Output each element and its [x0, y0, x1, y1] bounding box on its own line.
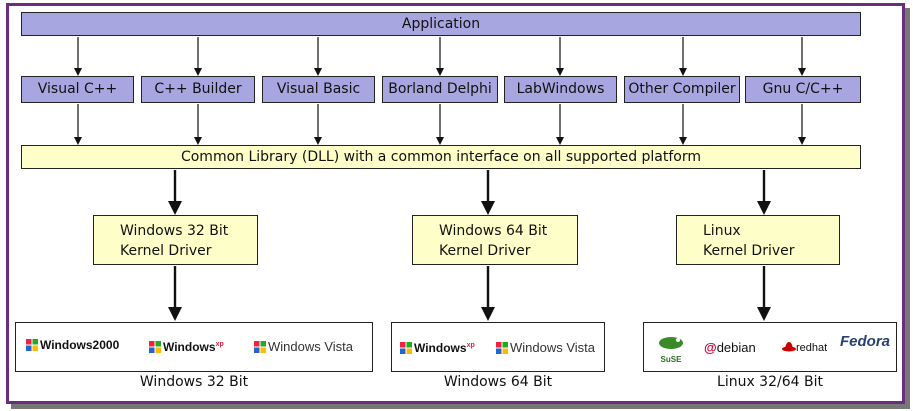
- compiler-other: Other Compiler: [624, 76, 740, 103]
- windows-2000-logo: Windows2000: [26, 338, 119, 352]
- compiler-gnu: Gnu C/C++: [745, 76, 861, 103]
- windows-xp-logo-32: Windowsxp: [149, 340, 224, 354]
- driver-to-os-arrows: [168, 266, 771, 321]
- app-to-compiler-arrows: [74, 37, 806, 76]
- windows-2000-flag-icon: [26, 338, 40, 352]
- redhat-hat-icon: [782, 342, 796, 354]
- driver-linux-line2: Kernel Driver: [703, 243, 795, 259]
- driver-win64-line1: Windows 64 Bit: [439, 223, 548, 239]
- compiler-borland-delphi: Borland Delphi: [382, 76, 498, 103]
- suse-logo: SuSE: [656, 333, 686, 367]
- driver-win32-line1: Windows 32 Bit: [120, 223, 229, 239]
- os-label-win32: Windows 32 Bit: [139, 374, 249, 390]
- driver-win32: Windows 32 Bit Kernel Driver: [93, 215, 258, 265]
- driver-win64: Windows 64 Bit Kernel Driver: [412, 215, 578, 265]
- compiler-visual-basic: Visual Basic: [262, 76, 375, 103]
- os-label-linux: Linux 32/64 Bit: [717, 374, 823, 390]
- driver-linux: Linux Kernel Driver: [676, 215, 840, 265]
- windows-vista-flag-icon: [496, 340, 510, 355]
- windows-vista-logo-64: Windows Vista: [496, 340, 595, 355]
- compiler-cpp-builder: C++ Builder: [141, 76, 255, 103]
- driver-linux-line1: Linux: [703, 223, 741, 239]
- windows-xp-flag-icon: [149, 340, 163, 354]
- redhat-logo: redhat: [782, 341, 827, 354]
- compiler-labwindows: LabWindows: [504, 76, 617, 103]
- windows-xp-flag-icon: [400, 341, 414, 355]
- os-label-win64: Windows 64 Bit: [443, 374, 553, 390]
- windows-vista-logo-32: Windows Vista: [254, 339, 353, 354]
- application-box: Application: [21, 12, 861, 36]
- suse-chameleon-icon: [656, 333, 686, 349]
- compiler-to-library-arrows: [74, 104, 806, 145]
- common-library-box: Common Library (DLL) with a common inter…: [21, 145, 861, 169]
- compiler-visual-cpp: Visual C++: [21, 76, 134, 103]
- windows-xp-logo-64: Windowsxp: [400, 341, 475, 355]
- fedora-logo: Fedora: [840, 333, 891, 350]
- library-to-driver-arrows: [168, 170, 771, 215]
- os-box-win64: Windowsxp Windows Vista: [391, 322, 605, 372]
- debian-swirl-icon: @: [704, 340, 717, 355]
- os-box-win32: Windows2000 Windowsxp Windows Vista: [15, 322, 373, 372]
- driver-win32-line2: Kernel Driver: [120, 243, 212, 259]
- os-box-linux: SuSE @debian redhat Fedora: [643, 322, 897, 372]
- debian-logo: @debian: [704, 340, 756, 355]
- driver-win64-line2: Kernel Driver: [439, 243, 531, 259]
- windows-vista-flag-icon: [254, 339, 268, 354]
